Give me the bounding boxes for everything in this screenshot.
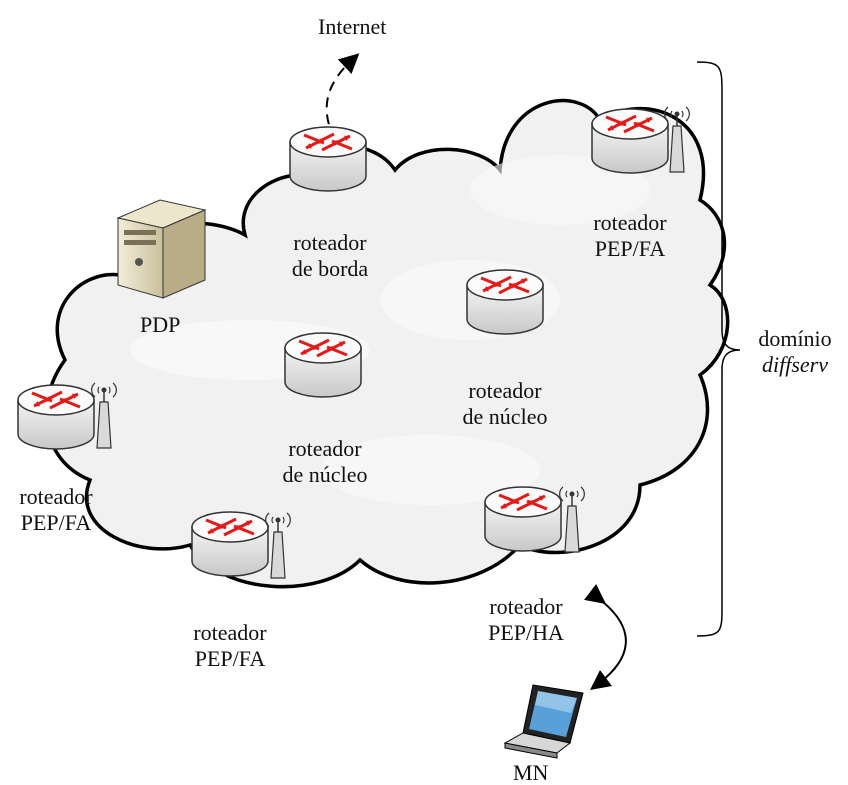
router-bottom-left-icon [191, 511, 269, 577]
internet-label: Internet [318, 14, 387, 39]
antenna-bottom-left-icon [265, 512, 291, 579]
double-arrow [583, 583, 627, 691]
antenna-ha-icon [559, 486, 585, 553]
router-ha-icon [484, 486, 562, 552]
mn-label: MN [513, 760, 549, 785]
pdp-label: PDP [140, 312, 181, 337]
router-top-right-icon [591, 108, 669, 174]
router-left-icon [17, 384, 95, 450]
server-icon [116, 199, 207, 299]
laptop-icon [503, 684, 584, 759]
antenna-left-icon [91, 382, 117, 449]
router-edge-icon [289, 126, 367, 192]
router-core-left-icon [284, 332, 362, 398]
brace [696, 61, 741, 637]
antenna-top-right-icon [664, 106, 690, 173]
router-core-right-icon [466, 269, 544, 335]
